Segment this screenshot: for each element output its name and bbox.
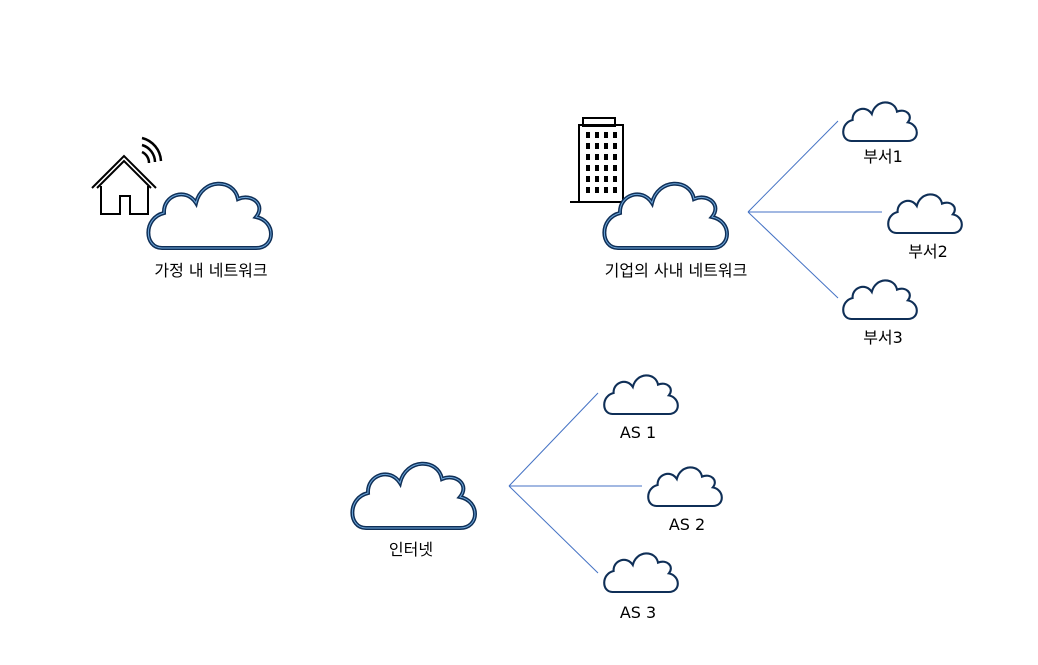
- building-window: [586, 154, 590, 160]
- connector-corporate-dept-1: [747, 120, 839, 213]
- building-window: [586, 165, 590, 171]
- cloud-dept-2: [887, 193, 963, 235]
- dept-1-label: 부서1: [863, 147, 903, 166]
- building-window: [604, 143, 608, 149]
- office-building-icon: [570, 117, 632, 203]
- building-window: [613, 143, 617, 149]
- house-icon: [91, 136, 163, 215]
- building-window: [613, 154, 617, 160]
- building-window: [586, 143, 590, 149]
- building-window: [595, 187, 599, 193]
- cloud-home: [146, 181, 273, 250]
- dept-2-label: 부서2: [908, 242, 948, 261]
- building-window: [595, 132, 599, 138]
- as-1-label: AS 1: [619, 423, 657, 442]
- cloud-as-1: [603, 374, 679, 416]
- home-network-label: 가정 내 네트워크: [154, 261, 268, 280]
- building-window: [604, 154, 608, 160]
- building-window: [595, 176, 599, 182]
- cloud-as-3: [603, 552, 679, 594]
- building-window: [604, 165, 608, 171]
- building-window: [613, 176, 617, 182]
- connector-internet-as-1: [508, 392, 599, 487]
- cloud-dept-1: [842, 101, 918, 143]
- cloud-as-2: [647, 466, 723, 508]
- dept-3-label: 부서3: [863, 328, 903, 347]
- building-window: [586, 176, 590, 182]
- building-window: [586, 132, 590, 138]
- building-window: [604, 176, 608, 182]
- building-window: [613, 132, 617, 138]
- building-window: [604, 187, 608, 193]
- corporate-network-label: 기업의 사내 네트워크: [604, 261, 748, 280]
- building-window: [586, 187, 590, 193]
- building-window: [604, 132, 608, 138]
- building-window: [613, 165, 617, 171]
- connector-corporate-dept-3: [747, 211, 839, 299]
- cloud-internet: [350, 461, 477, 530]
- building-window: [595, 165, 599, 171]
- as-2-label: AS 2: [668, 515, 706, 534]
- connector-internet-as-3: [508, 485, 599, 574]
- building-window: [613, 187, 617, 193]
- internet-label: 인터넷: [388, 540, 434, 559]
- cloud-dept-3: [842, 279, 918, 321]
- building-window: [595, 143, 599, 149]
- as-3-label: AS 3: [619, 603, 657, 622]
- building-window: [595, 154, 599, 160]
